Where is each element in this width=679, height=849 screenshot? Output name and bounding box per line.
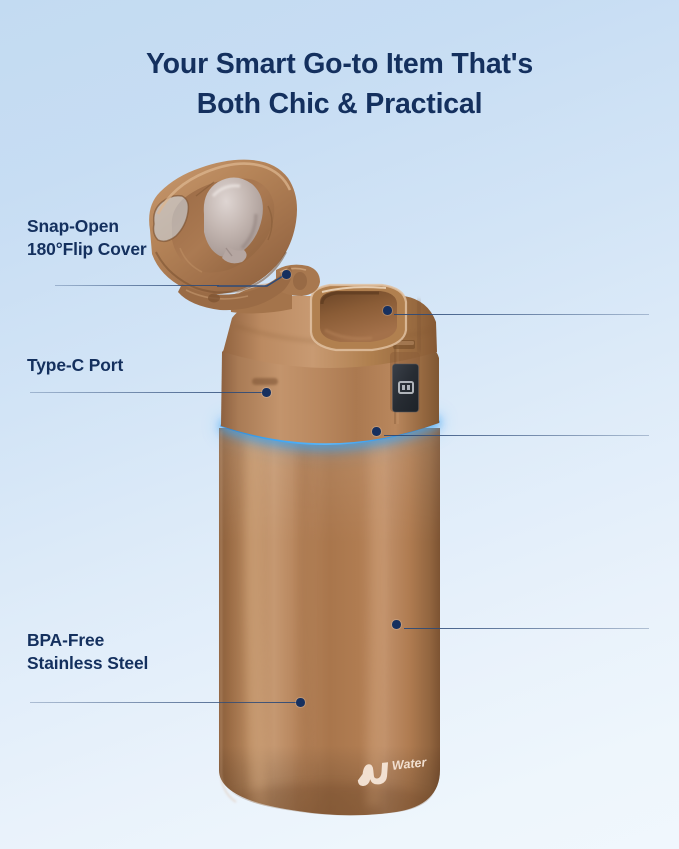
leader-line-bpa-free-stainless-steel xyxy=(30,702,302,704)
leader-dot-dishwasher-safe-bottle-body xyxy=(392,620,401,629)
type-c-port xyxy=(252,378,278,385)
callout-label-type-c-port: Type-C Port xyxy=(27,355,124,375)
product-name: Smart Water Bottle xyxy=(0,0,1,1)
bottle-neck xyxy=(221,283,439,444)
leader-line-light-ring-reminder xyxy=(384,435,649,437)
leader-line-wide-mouth-chug-spout xyxy=(394,314,649,316)
light-ring xyxy=(218,414,442,452)
display-screen xyxy=(390,340,420,413)
page-title: Your Smart Go-to Item That's Both Chic &… xyxy=(145,48,533,121)
screen-indicator-icon xyxy=(398,381,414,394)
leader-dot-type-c-port xyxy=(262,388,271,397)
leader-line-dishwasher-safe-bottle-body xyxy=(404,628,649,630)
leader-dot-light-ring-reminder xyxy=(372,427,381,436)
callout-label-snap-open-flip-cover: Snap-Open 180°Flip Cover xyxy=(27,216,147,260)
chug-spout xyxy=(309,283,408,352)
leader-elbow-snap-open-flip-cover xyxy=(217,275,284,287)
leader-dot-bpa-free-stainless-steel xyxy=(296,698,305,707)
callout-label-bpa-free-stainless-steel: BPA-Free Stainless Steel xyxy=(27,630,149,674)
svg-text:Water: Water xyxy=(391,755,428,773)
leader-dot-snap-open-flip-cover xyxy=(282,270,291,279)
leader-line-type-c-port xyxy=(30,392,268,394)
leader-line-snap-open-flip-cover xyxy=(55,285,219,287)
brand-logo: Water xyxy=(357,755,428,786)
leader-dot-wide-mouth-chug-spout xyxy=(383,306,392,315)
